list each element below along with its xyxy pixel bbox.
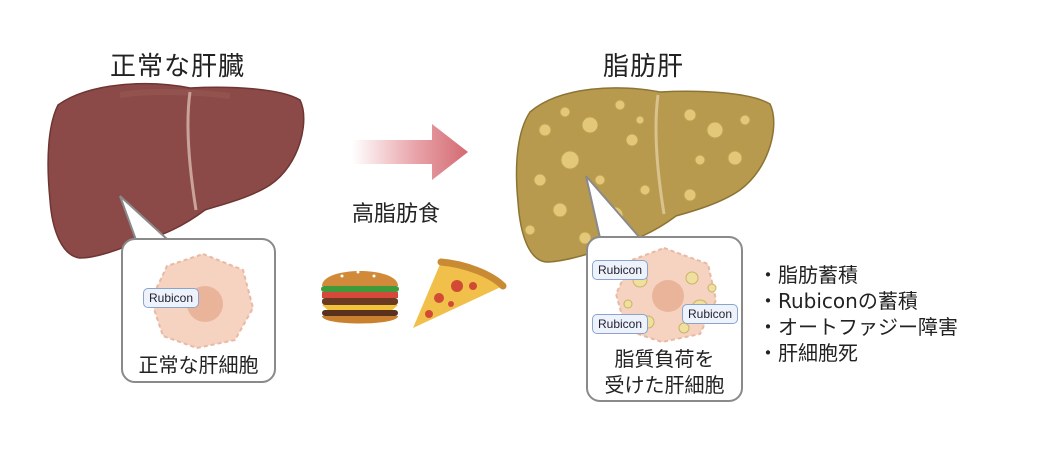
fatty-liver-title: 脂肪肝 — [603, 52, 685, 82]
effect-item: 肝細胞死 — [758, 340, 958, 366]
burger-icon — [321, 270, 399, 324]
normal-hepatocyte-icon — [149, 252, 255, 350]
effects-list: 脂肪蓄積 Rubiconの蓄積 オートファジー障害 肝細胞死 — [758, 262, 958, 366]
high-fat-diet-label: 高脂肪食 — [352, 202, 441, 227]
fatty-rubicon-tag-2: Rubicon — [592, 314, 649, 334]
pizza-icon — [413, 258, 507, 328]
effect-item: Rubiconの蓄積 — [758, 288, 958, 314]
normal-cell-callout: Rubicon 正常な肝細胞 — [121, 238, 276, 383]
fatty-rubicon-tag-1: Rubicon — [592, 260, 649, 280]
effect-item: 脂肪蓄積 — [758, 262, 958, 288]
normal-liver-title: 正常な肝臓 — [110, 52, 246, 82]
fatty-rubicon-tag-3: Rubicon — [682, 304, 739, 324]
normal-rubicon-tag: Rubicon — [143, 288, 200, 308]
fatty-cell-callout: Rubicon Rubicon Rubicon 脂質負荷を 受けた肝細胞 — [586, 236, 743, 402]
fatty-caption-line2: 受けた肝細胞 — [604, 373, 725, 397]
fatty-caption-line1: 脂質負荷を — [614, 347, 715, 371]
normal-cell-caption: 正常な肝細胞 — [138, 353, 259, 377]
fatty-cell-caption: 脂質負荷を 受けた肝細胞 — [588, 346, 741, 398]
effect-item: オートファジー障害 — [758, 314, 958, 340]
